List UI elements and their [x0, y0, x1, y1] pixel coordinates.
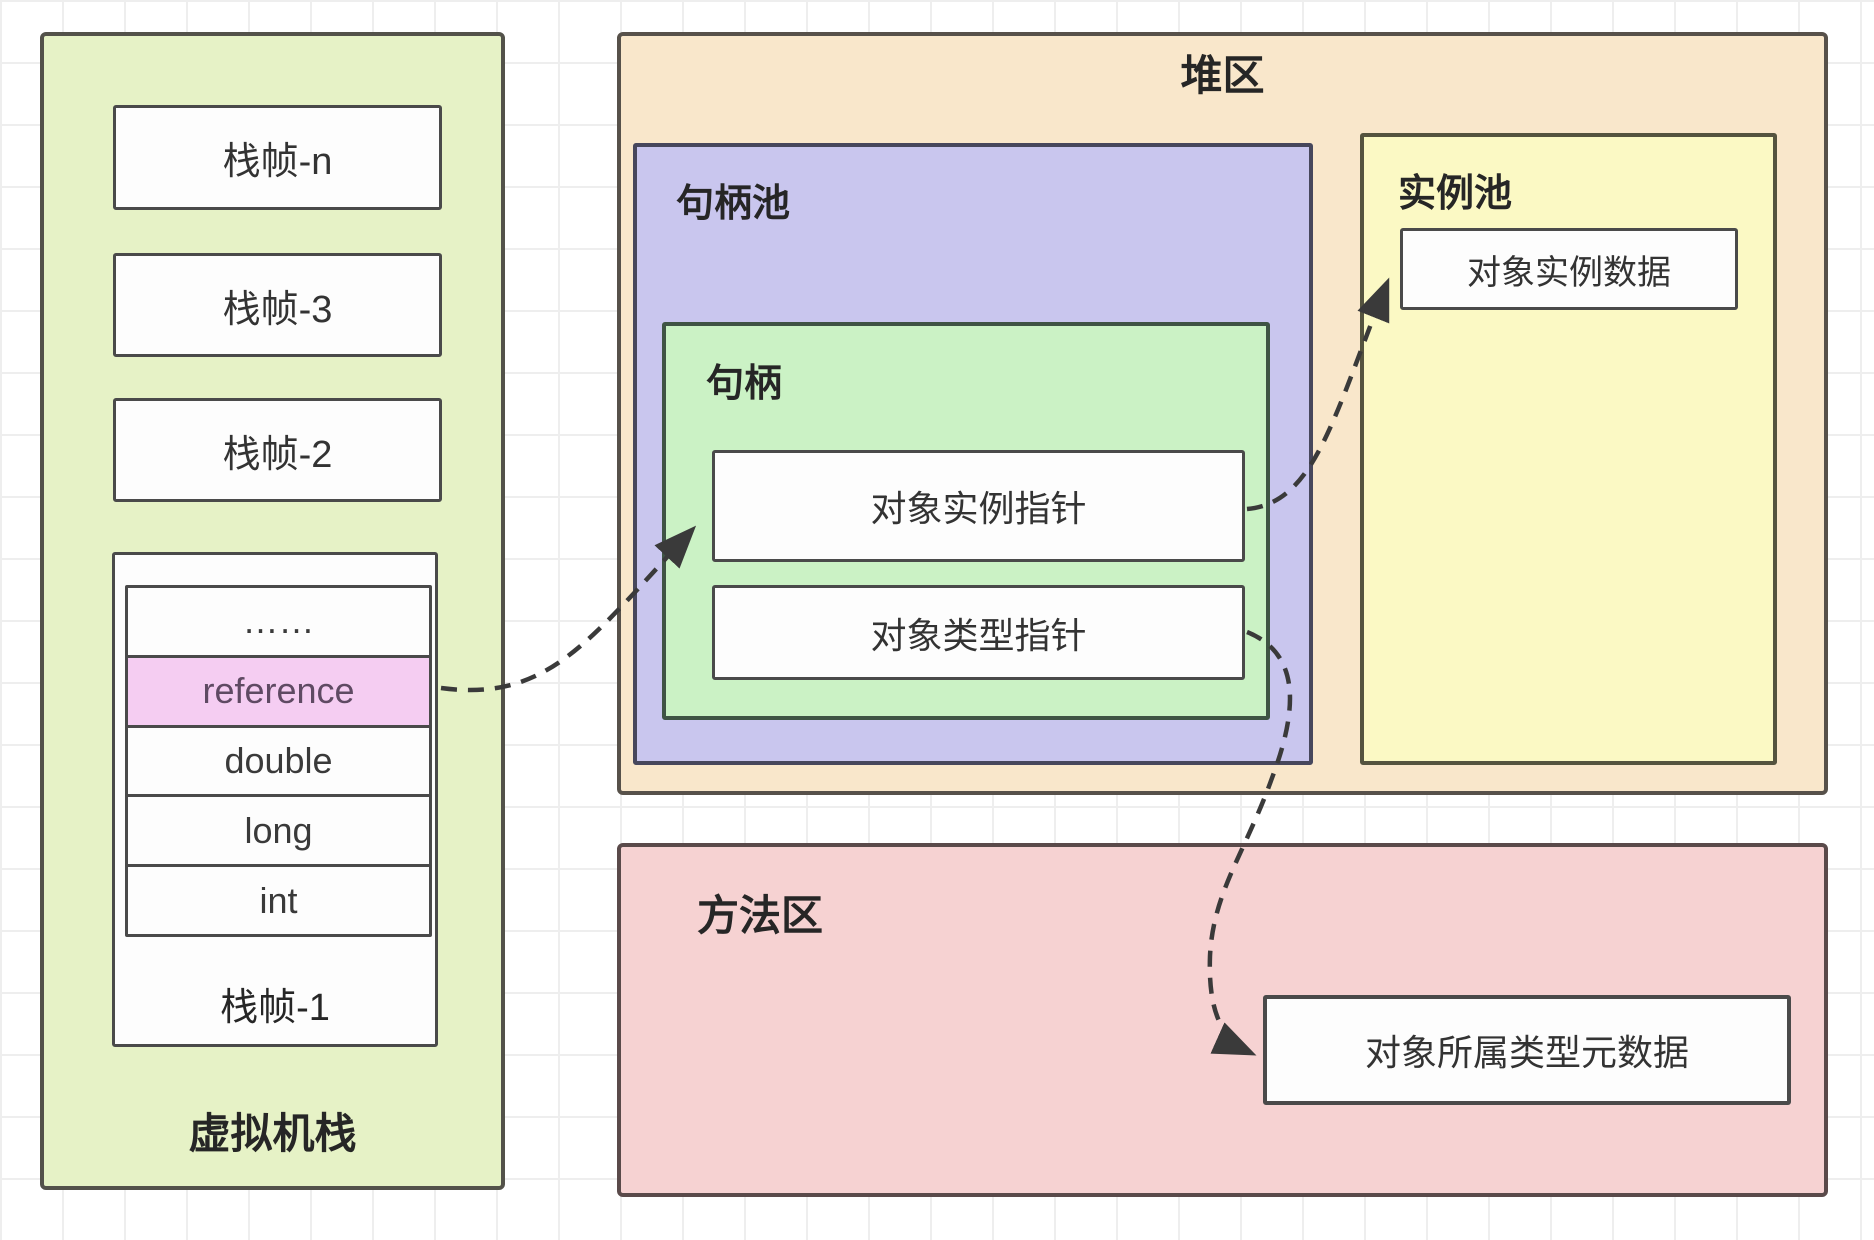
stack-frame-3-label: 栈帧-3: [222, 288, 333, 331]
stack-frame-2-label: 栈帧-2: [222, 433, 333, 476]
object-instance-data-box: 对象实例数据: [1400, 228, 1738, 310]
slot-double: double: [128, 724, 429, 795]
stack-frame-3-box: 栈帧-3: [113, 253, 442, 357]
stack-frame-2-box: 栈帧-2: [113, 398, 442, 502]
method-area-title: 方法区: [697, 892, 824, 939]
object-instance-pointer-label: 对象实例指针: [870, 488, 1087, 529]
vm-stack-title: 虚拟机栈: [188, 1109, 357, 1157]
object-type-metadata-box: 对象所属类型元数据: [1263, 995, 1791, 1105]
slot-int: int: [128, 864, 429, 934]
local-variable-slots: …… reference double long int: [125, 585, 432, 937]
stack-frame-n-label: 栈帧-n: [222, 141, 333, 183]
instance-pool-title: 实例池: [1398, 173, 1513, 215]
object-type-pointer-label: 对象类型指针: [870, 614, 1087, 656]
handle-pool-title: 句柄池: [676, 183, 791, 225]
object-type-pointer-box: 对象类型指针: [712, 585, 1245, 680]
heap-title: 堆区: [1180, 51, 1265, 99]
object-type-metadata-label: 对象所属类型元数据: [1364, 1032, 1689, 1073]
object-instance-pointer-box: 对象实例指针: [712, 450, 1245, 562]
stack-frame-n-box: 栈帧-n: [113, 105, 442, 210]
slot-long: long: [128, 794, 429, 865]
object-instance-data-label: 对象实例数据: [1467, 253, 1671, 292]
stack-frame-1-label: 栈帧-1: [220, 986, 330, 1029]
handle-title: 句柄: [706, 363, 783, 405]
slot-ellipsis: ……: [128, 588, 429, 655]
slot-reference: reference: [128, 654, 429, 725]
